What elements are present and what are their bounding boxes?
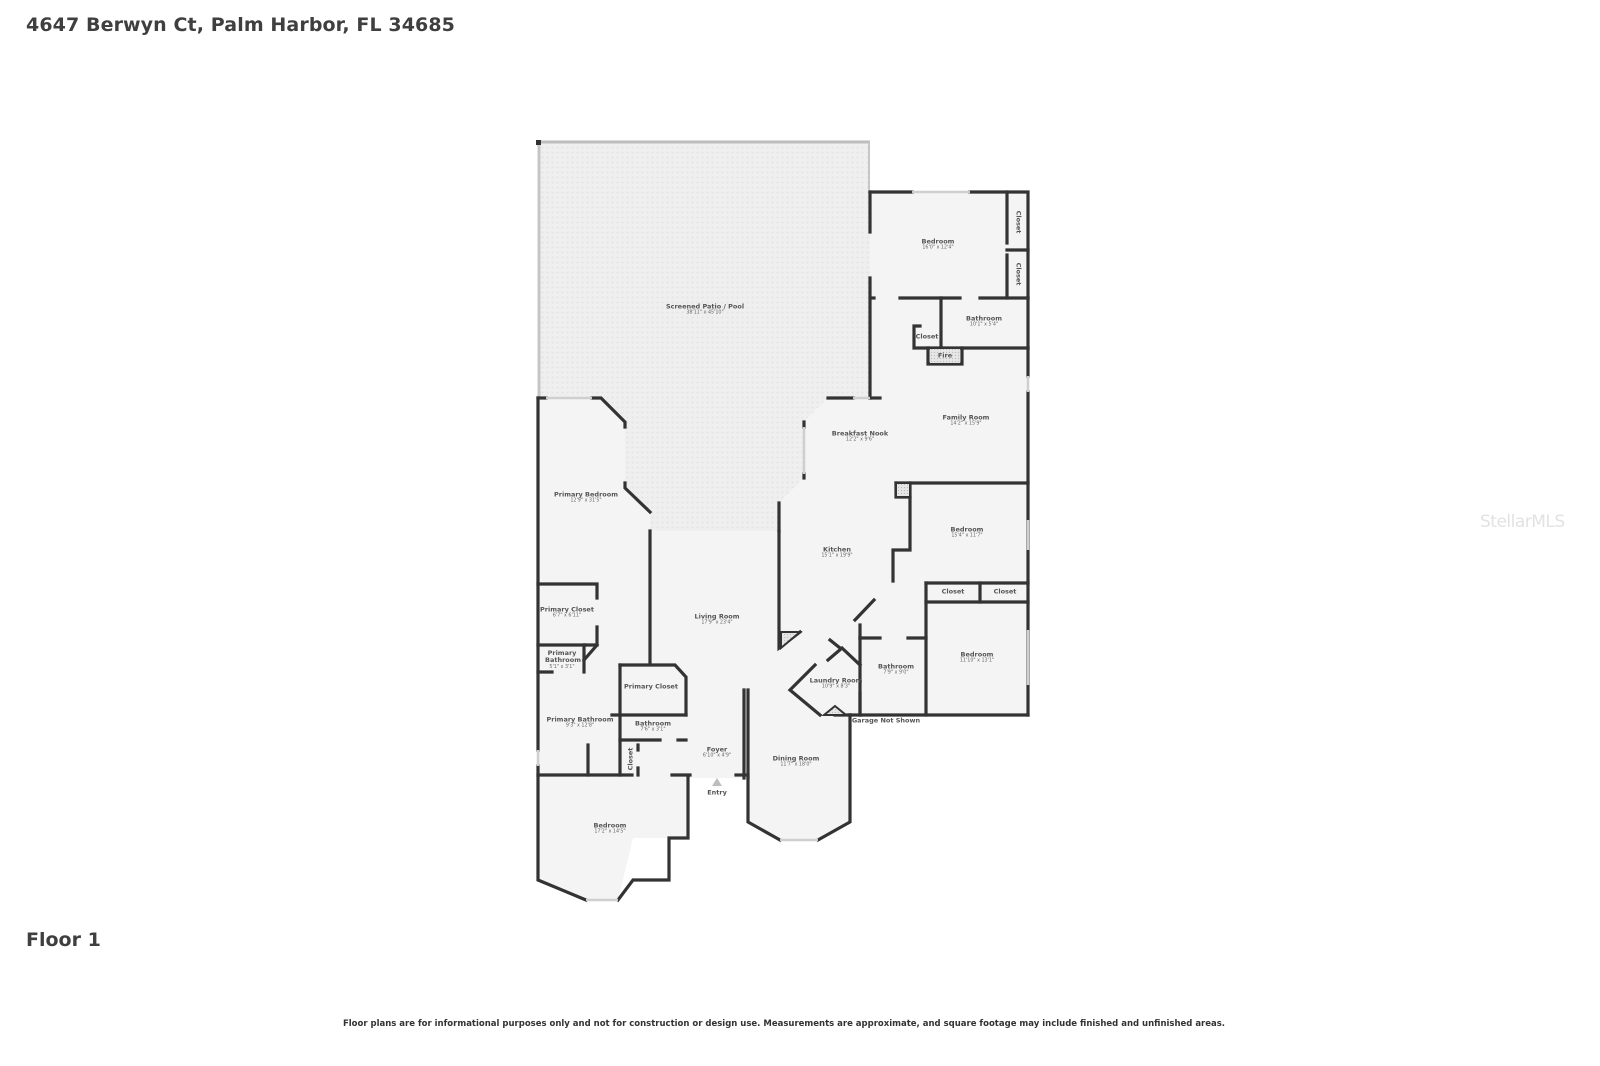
room-primary-closet-2: Primary Closet bbox=[624, 682, 678, 691]
room-primary-bedroom: Primary Bedroom 12'9" x 31'5" bbox=[554, 490, 618, 504]
room-closet-foyer: Closet bbox=[626, 747, 635, 771]
room-laundry-room: Laundry Room 10'9" x 8'3" bbox=[809, 676, 863, 690]
fireplace: Fire bbox=[937, 351, 953, 360]
room-closet-e-2: Closet bbox=[993, 587, 1017, 596]
entry-arrow-icon bbox=[712, 778, 722, 786]
room-bedroom-ne: Bedroom 16'0" x 12'4" bbox=[921, 237, 955, 251]
room-bedroom-se: Bedroom 11'10" x 13'1" bbox=[959, 650, 995, 664]
room-closet-fire: Closet bbox=[915, 332, 939, 341]
room-kitchen: Kitchen 15'1" x 19'9" bbox=[821, 545, 853, 559]
house-floor bbox=[538, 192, 1028, 900]
room-primary-closet: Primary Closet 6'7" x 6'11" bbox=[540, 605, 594, 619]
floor-label: Floor 1 bbox=[26, 929, 101, 951]
room-foyer: Foyer 6'10" x 4'9" bbox=[702, 745, 732, 759]
garage-not-shown-note: Garage Not Shown bbox=[851, 716, 921, 725]
room-bedroom-e: Bedroom 15'4" x 11'7" bbox=[950, 525, 984, 539]
room-screened-patio: Screened Patio / Pool 38'11" x 45'10" bbox=[665, 302, 745, 316]
room-closet-ne-1: Closet bbox=[1014, 210, 1023, 234]
patio-area bbox=[538, 142, 870, 531]
property-address: 4647 Berwyn Ct, Palm Harbor, FL 34685 bbox=[26, 14, 455, 36]
room-closet-ne-2: Closet bbox=[1014, 262, 1023, 286]
room-breakfast-nook: Breakfast Nook 12'2" x 9'6" bbox=[831, 429, 889, 443]
room-dining-room: Dining Room 11'7" x 18'0" bbox=[772, 754, 820, 768]
room-bathroom-center: Bathroom 7'9" x 9'0" bbox=[878, 662, 914, 676]
room-bathroom-small: Bathroom 7'6" x 3'1" bbox=[635, 719, 671, 733]
room-family-room: Family Room 14'2" x 15'9" bbox=[942, 413, 990, 427]
entry-label: Entry bbox=[707, 788, 727, 797]
disclaimer-text: Floor plans are for informational purpos… bbox=[342, 1019, 1226, 1029]
room-living-room: Living Room 17'9" x 23'4" bbox=[694, 612, 740, 626]
room-bathroom-ne: Bathroom 10'1" x 5'4" bbox=[966, 314, 1002, 328]
room-bedroom-sw: Bedroom 17'2" x 14'5" bbox=[593, 821, 627, 835]
stellar-mls-watermark: StellarMLS bbox=[1480, 512, 1565, 532]
room-primary-bathroom-small: Primary Bathroom 5'1" x 3'1" bbox=[545, 648, 581, 670]
room-primary-bathroom: Primary Bathroom 9'3" x 12'8" bbox=[546, 715, 614, 729]
room-closet-e-1: Closet bbox=[941, 587, 965, 596]
